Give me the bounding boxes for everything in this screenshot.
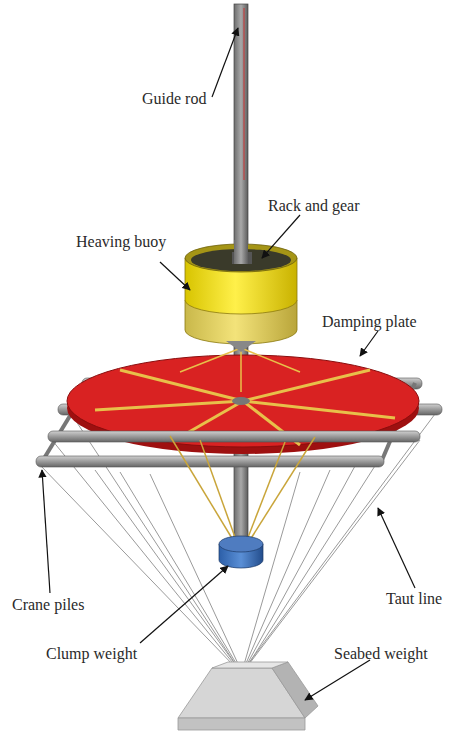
part-label: Heaving buoy bbox=[76, 233, 166, 251]
clump-lines bbox=[170, 436, 315, 540]
seabed-weight bbox=[178, 662, 318, 730]
part-label: Rack and gear bbox=[268, 197, 360, 215]
clump-weight bbox=[219, 536, 263, 568]
part-label: Damping plate bbox=[322, 313, 417, 331]
leader-arrows bbox=[42, 28, 415, 700]
part-label: Seabed weight bbox=[334, 645, 428, 663]
part-label: Clump weight bbox=[46, 645, 137, 663]
heaving-buoy bbox=[180, 240, 300, 392]
crane-piles-front bbox=[36, 431, 420, 467]
rod-stripe bbox=[244, 8, 245, 180]
part-label: Guide rod bbox=[142, 90, 206, 108]
part-label: Taut line bbox=[386, 590, 442, 608]
part-label: Crane piles bbox=[12, 596, 84, 614]
